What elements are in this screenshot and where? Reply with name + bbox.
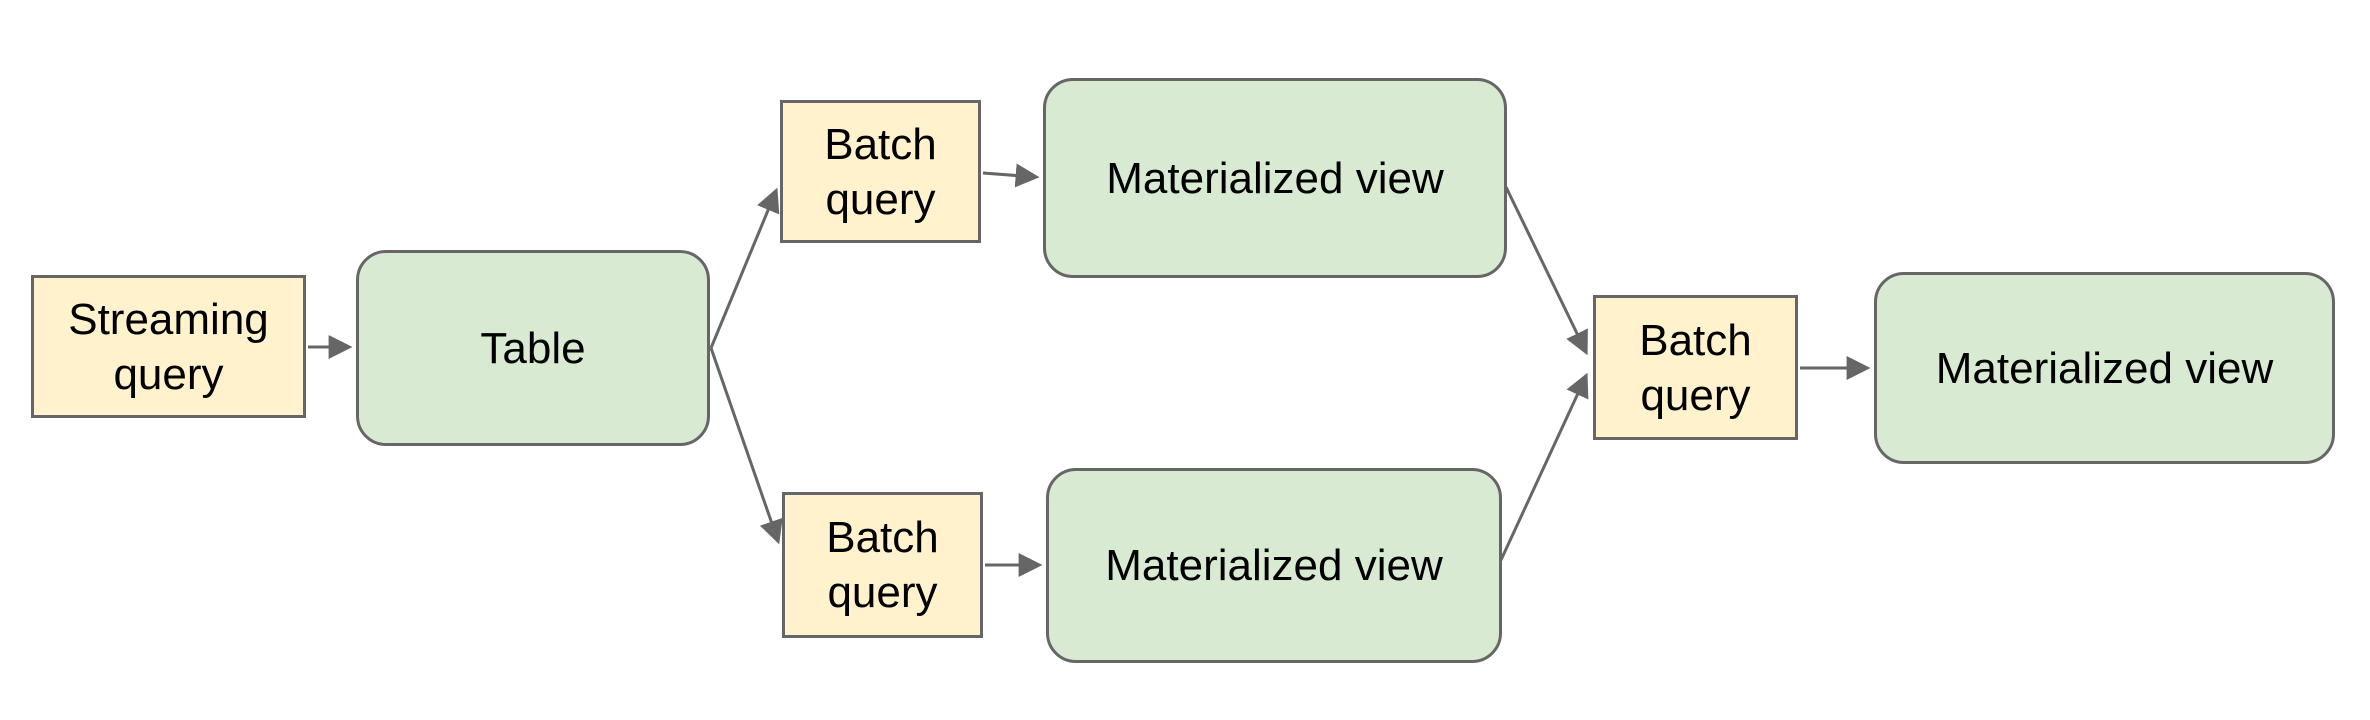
node-label: Materialized view [1105,541,1443,590]
node-batch-query-right: Batch query [1593,295,1798,440]
node-label: Batch query [826,513,939,617]
node-table: Table [356,250,710,446]
node-label: Batch query [1639,315,1752,420]
node-label: Materialized view [1935,343,2274,393]
node-label: Table [480,323,586,373]
edge-table-to-batch-top [709,187,780,349]
node-materialized-view-top: Materialized view [1043,78,1507,278]
node-batch-query-bottom: Batch query [782,492,983,638]
edge-mv-top-to-batch-right [1504,186,1588,356]
edge-table-to-batch-bottom [709,347,783,545]
edge-mv-bottom-to-batch-right [1499,372,1589,561]
node-label: Streaming query [68,294,269,399]
node-materialized-view-right: Materialized view [1874,272,2335,464]
edge-batch-top-to-mv-top [982,163,1040,188]
node-label: Materialized view [1106,153,1444,203]
node-streaming-query: Streaming query [31,275,306,418]
node-label: Batch query [824,119,937,224]
node-materialized-view-bottom: Materialized view [1046,468,1502,663]
node-batch-query-top: Batch query [780,100,981,243]
